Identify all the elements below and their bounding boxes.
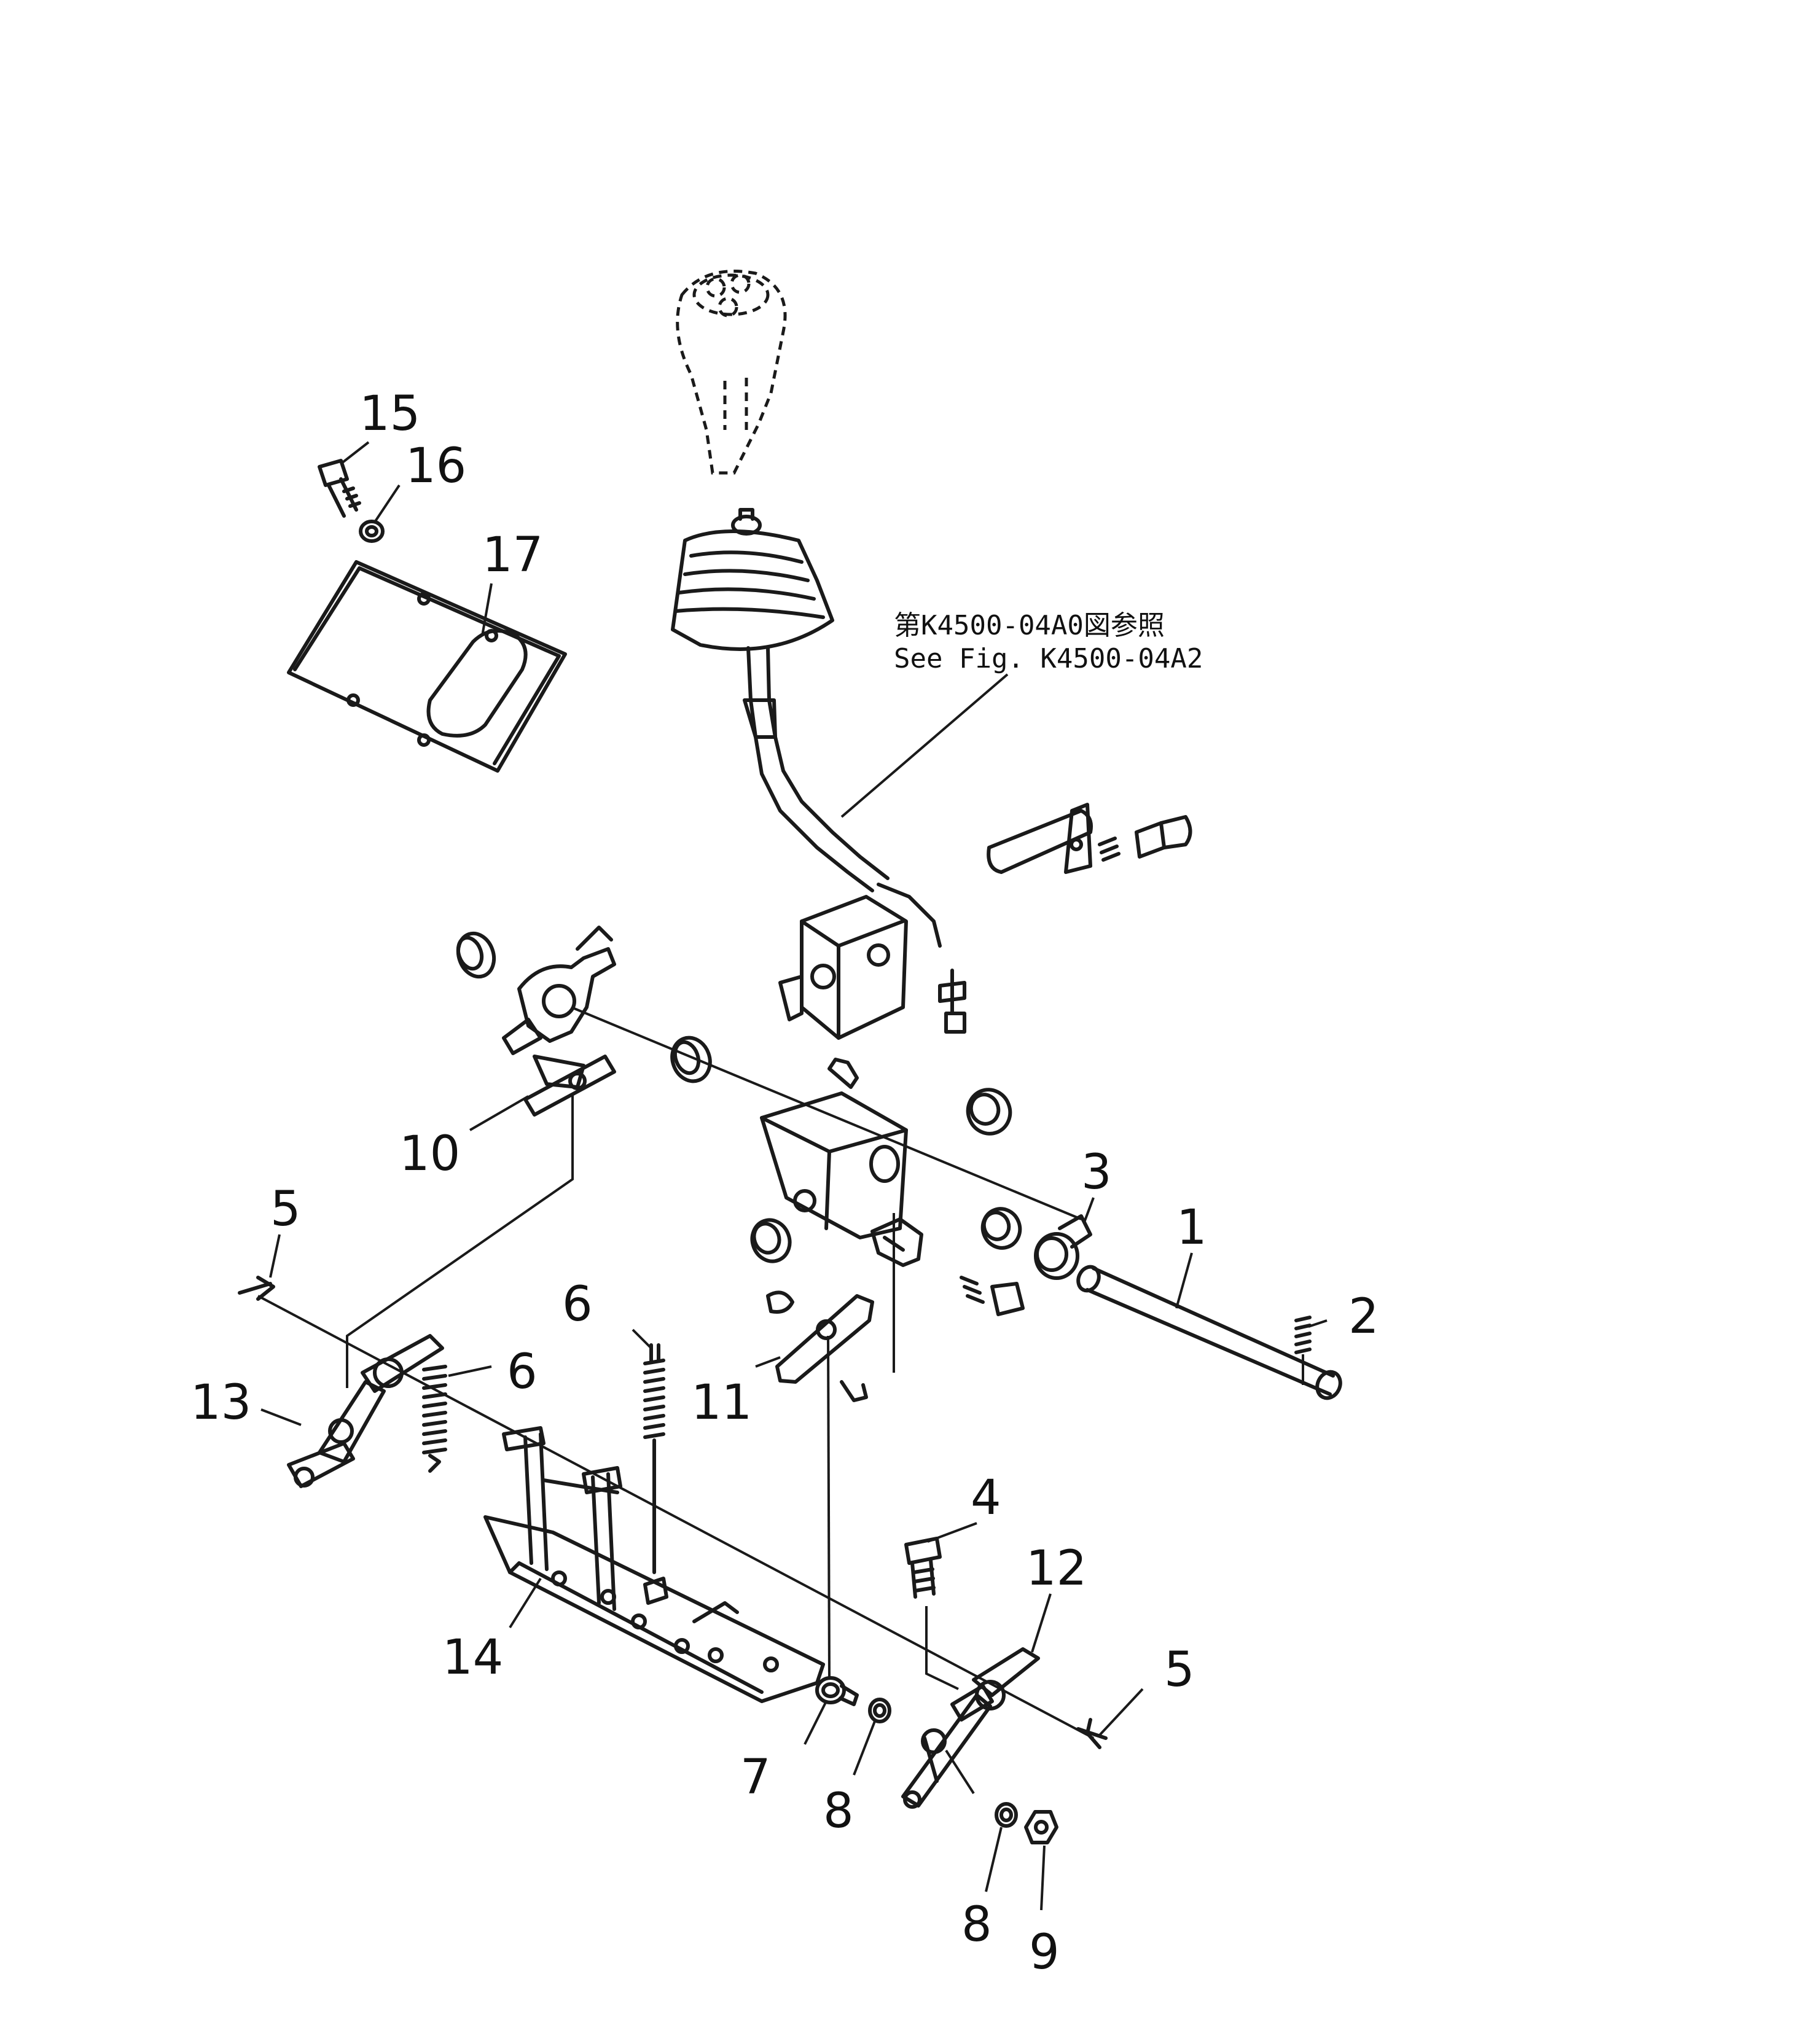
callout-1: 1 bbox=[1176, 1200, 1207, 1255]
reference-note: 第K4500-04A0図参照 See Fig. K4500-04A2 bbox=[894, 610, 1203, 674]
bushing-center bbox=[670, 1036, 712, 1083]
callout-labels: 15 16 17 10 3 1 2 5 6 6 11 13 14 4 12 5 … bbox=[190, 386, 1379, 1980]
callout-8-upper: 8 bbox=[823, 1784, 854, 1839]
callout-17: 17 bbox=[482, 528, 543, 583]
lever-11 bbox=[766, 1290, 874, 1402]
callout-5-left: 5 bbox=[270, 1182, 301, 1237]
callout-11: 11 bbox=[691, 1375, 752, 1430]
washer-8-upper bbox=[868, 1698, 891, 1723]
fastener-7 bbox=[815, 1676, 859, 1706]
screw-15 bbox=[318, 459, 361, 518]
bushing-lower-left bbox=[750, 1218, 792, 1263]
lever-12-assembly bbox=[901, 1647, 1040, 1809]
lever-10-assembly bbox=[502, 926, 616, 1117]
callout-7: 7 bbox=[740, 1750, 771, 1805]
callout-13: 13 bbox=[190, 1375, 251, 1430]
connecting-rods bbox=[346, 1093, 959, 1690]
callout-12: 12 bbox=[1026, 1541, 1087, 1596]
pin-5-right bbox=[1076, 1718, 1108, 1749]
callout-2: 2 bbox=[1348, 1289, 1379, 1344]
pedal-plate-14 bbox=[483, 1426, 825, 1703]
lever-bracket bbox=[778, 895, 908, 1040]
shaft-1 bbox=[1076, 1265, 1342, 1400]
reference-note-en: See Fig. K4500-04A2 bbox=[894, 643, 1203, 674]
shaft-axis bbox=[571, 1006, 1082, 1220]
callout-6-center: 6 bbox=[562, 1277, 593, 1332]
spring-pin-2 bbox=[1294, 1316, 1312, 1385]
callout-5-right: 5 bbox=[1164, 1642, 1195, 1698]
shaft-block bbox=[760, 1058, 908, 1239]
lever-knob bbox=[676, 270, 787, 475]
nut-9 bbox=[1024, 1810, 1058, 1844]
bolt-4 bbox=[904, 1537, 942, 1599]
lever-13-assembly bbox=[287, 1334, 447, 1488]
reference-note-jp: 第K4500-04A0図参照 bbox=[894, 610, 1165, 641]
callout-15: 15 bbox=[359, 386, 420, 442]
washer-16 bbox=[359, 520, 385, 543]
collar-3 bbox=[1034, 1214, 1092, 1280]
leader-lines bbox=[260, 441, 1328, 1911]
bracket-bolt bbox=[938, 969, 966, 1034]
callout-8-lower: 8 bbox=[961, 1897, 992, 1952]
callout-6-left: 6 bbox=[507, 1344, 538, 1400]
spring-6-center bbox=[643, 1343, 665, 1574]
lever-rod bbox=[743, 646, 942, 948]
callout-4: 4 bbox=[971, 1470, 1001, 1526]
bushing-right-lower bbox=[980, 1207, 1022, 1250]
lever-boot bbox=[671, 508, 834, 651]
callout-10: 10 bbox=[399, 1126, 460, 1182]
washer-8-lower bbox=[995, 1802, 1018, 1828]
callout-16: 16 bbox=[405, 439, 466, 494]
pin-5-left bbox=[238, 1276, 275, 1301]
bushing-right-upper bbox=[966, 1088, 1012, 1136]
callout-3: 3 bbox=[1081, 1145, 1112, 1200]
bushing-left bbox=[456, 931, 496, 979]
lower-axis bbox=[257, 1295, 1094, 1739]
callout-9: 9 bbox=[1029, 1925, 1060, 1980]
cover-plate-17 bbox=[287, 560, 567, 773]
callout-14: 14 bbox=[442, 1630, 503, 1685]
upper-pin-assembly bbox=[987, 803, 1192, 874]
